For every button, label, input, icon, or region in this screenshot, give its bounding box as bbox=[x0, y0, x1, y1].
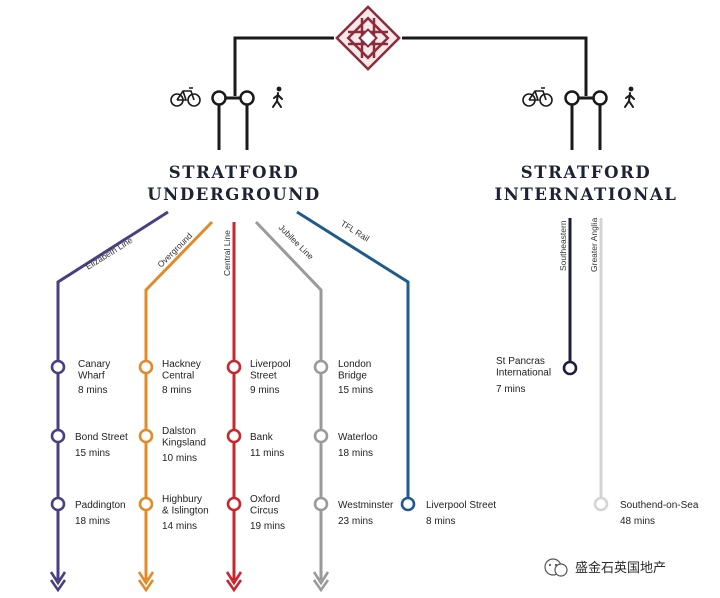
station-southend-on-sea bbox=[593, 496, 609, 512]
line-label-greater-anglia: Greater Anglia bbox=[589, 217, 599, 272]
station-london-bridge bbox=[313, 359, 329, 375]
hub-international-line2: INTERNATIONAL bbox=[494, 185, 677, 204]
station-name: Paddington bbox=[75, 500, 126, 511]
station-name: Liverpool Street bbox=[426, 500, 496, 511]
bicycle-icon bbox=[522, 87, 553, 107]
route-central-line bbox=[225, 222, 243, 593]
station-name: Bank bbox=[250, 432, 274, 443]
station-time: 8 mins bbox=[162, 385, 191, 396]
station-st-pancras bbox=[562, 360, 578, 376]
station-waterloo bbox=[313, 428, 329, 444]
station-westminster bbox=[313, 496, 329, 512]
station-liverpool-street-tfl bbox=[400, 496, 416, 512]
station-time: 10 mins bbox=[162, 453, 197, 464]
line-label-jubilee: Jubilee Line bbox=[277, 222, 316, 261]
station-name: Southend-on-Sea bbox=[620, 500, 699, 511]
station-hackney-central bbox=[138, 359, 154, 375]
hub-international-line1: STRATFORD bbox=[521, 163, 652, 182]
hub-underground-line1: STRATFORD bbox=[169, 163, 300, 182]
underground-hub-connector bbox=[211, 90, 255, 150]
station-time: 8 mins bbox=[78, 385, 107, 396]
station-highbury-islington bbox=[138, 496, 154, 512]
top-connector bbox=[233, 36, 588, 96]
station-name: Westminster bbox=[338, 500, 394, 511]
station-canary-wharf bbox=[50, 359, 66, 375]
line-label-southeastern: Southeastern bbox=[558, 220, 568, 271]
station-time: 9 mins bbox=[250, 385, 279, 396]
station-bank bbox=[226, 428, 242, 444]
station-time: 8 mins bbox=[426, 516, 455, 527]
station-time: 18 mins bbox=[75, 516, 110, 527]
station-time: 15 mins bbox=[75, 448, 110, 459]
station-name: Highbury& Islington bbox=[162, 494, 209, 517]
station-time: 18 mins bbox=[338, 448, 373, 459]
station-bond-street bbox=[50, 428, 66, 444]
celtic-knot-logo bbox=[335, 5, 401, 71]
route-tfl-rail bbox=[296, 210, 410, 497]
station-time: 23 mins bbox=[338, 516, 373, 527]
line-label-central: Central Line bbox=[222, 230, 232, 276]
hub-underground-line2: UNDERGROUND bbox=[147, 185, 321, 204]
station-time: 11 mins bbox=[250, 448, 284, 459]
line-label-overground: Overground bbox=[155, 230, 194, 269]
station-time: 15 mins bbox=[338, 385, 373, 396]
walking-person-icon bbox=[272, 86, 283, 108]
station-time: 14 mins bbox=[162, 521, 197, 532]
watermark: 盛金石英国地产 bbox=[544, 558, 666, 577]
station-oxford-circus bbox=[226, 496, 242, 512]
route-jubilee-line bbox=[254, 220, 330, 593]
route-overground bbox=[137, 220, 214, 593]
bicycle-icon bbox=[170, 87, 201, 107]
chat-icon bbox=[544, 558, 568, 577]
station-paddington bbox=[50, 496, 66, 512]
station-time: 19 mins bbox=[250, 521, 285, 532]
international-hub-connector bbox=[564, 90, 608, 150]
station-name: Bond Street bbox=[75, 432, 128, 443]
line-label-elizabeth: Elizabeth Line bbox=[84, 235, 135, 272]
station-time: 48 mins bbox=[620, 516, 655, 527]
route-elizabeth-line bbox=[49, 210, 169, 593]
station-time: 7 mins bbox=[496, 384, 525, 395]
watermark-text: 盛金石英国地产 bbox=[575, 560, 666, 576]
station-dalston-kingsland bbox=[138, 428, 154, 444]
station-liverpool-street bbox=[226, 359, 242, 375]
station-name: Waterloo bbox=[338, 432, 378, 443]
walking-person-icon bbox=[624, 86, 635, 108]
